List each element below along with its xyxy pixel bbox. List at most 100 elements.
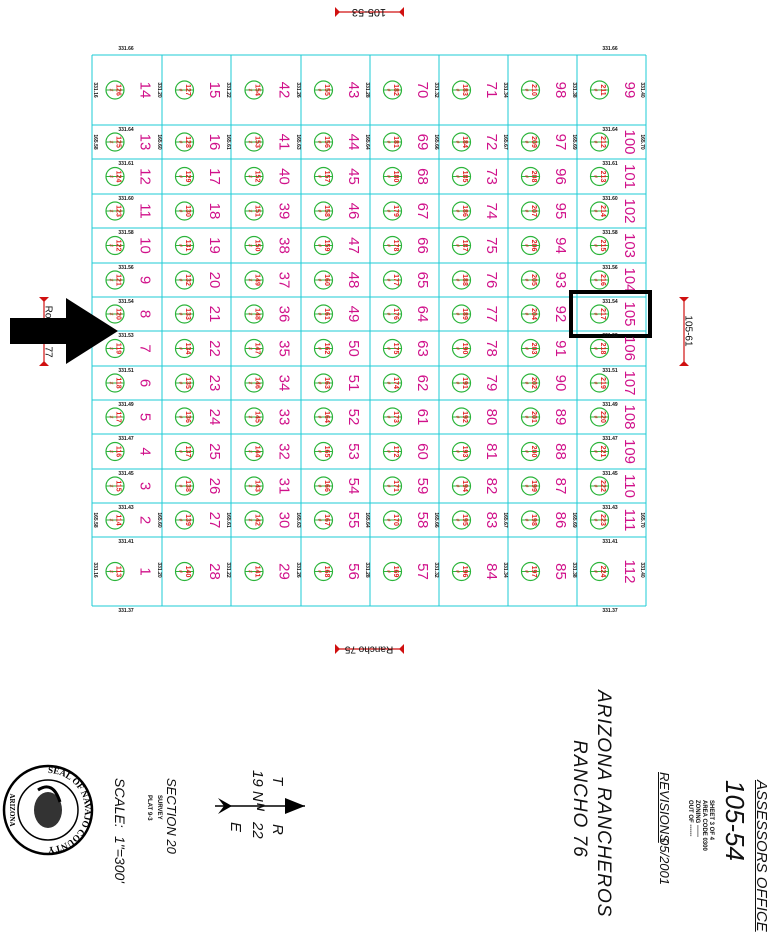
dimension-label: 331.61: [602, 161, 618, 167]
parcel-number: 214: [599, 205, 606, 217]
lot-number: 88: [552, 443, 569, 460]
parcel-mark: #: [108, 570, 114, 573]
parcel-mark: #: [108, 175, 114, 178]
lot-number: 97: [552, 134, 569, 151]
parcel-mark: #: [108, 244, 114, 247]
lot-number: 101: [621, 164, 638, 189]
dimension-label: 331.58: [602, 230, 618, 236]
dimension-label: 331.40: [639, 562, 645, 578]
parcel-number: 136: [184, 411, 191, 423]
bracket-arrow: [399, 644, 404, 654]
pointer-arrow: [10, 298, 305, 814]
parcel-number: 219: [599, 377, 606, 389]
lot-number: 68: [414, 168, 431, 185]
lot-number: 108: [621, 404, 638, 429]
parcel-number: 177: [392, 274, 399, 286]
lot-grid: [91, 54, 647, 607]
parcel-number: 157: [323, 171, 330, 183]
lot-number: 63: [414, 340, 431, 357]
lot-number: 74: [483, 203, 500, 220]
parcel-number: 213: [599, 171, 606, 183]
parcel-mark: #: [385, 347, 391, 350]
north-arrow-head: [285, 798, 305, 814]
parcel-mark: #: [592, 279, 598, 282]
lot-number: 37: [276, 272, 293, 289]
lot-number: 51: [345, 375, 362, 392]
dimension-label: 331.16: [92, 562, 98, 578]
seal-feather: [37, 785, 62, 803]
adjacent-label-left: 77: [43, 346, 54, 358]
lot-number: 31: [276, 478, 293, 495]
parcel-mark: #: [247, 210, 253, 213]
parcel-number: 113: [115, 566, 122, 577]
parcel-number: 193: [461, 446, 468, 458]
lot-number: 98: [552, 82, 569, 99]
parcel-mark: #: [108, 313, 114, 316]
dimension-label: 331.60: [602, 196, 618, 202]
parcel-mark: #: [247, 175, 253, 178]
north-letter: N: [254, 803, 266, 811]
parcel-number: 186: [461, 205, 468, 217]
dimension-label: 165.67: [502, 134, 508, 150]
dimension-label: 331.47: [602, 436, 618, 442]
sheet-line-2: AREA CODE 0300: [701, 800, 707, 851]
lot-number: 61: [414, 409, 431, 426]
dimension-label: 331.38: [571, 562, 577, 578]
lot-number: 13: [137, 134, 154, 151]
parcel-mark: #: [592, 175, 598, 178]
sheet-line-1: SHEET 3 OF 4: [708, 800, 714, 841]
lot-number: 73: [483, 168, 500, 185]
lot-number: 95: [552, 203, 569, 220]
parcel-mark: #: [454, 416, 460, 419]
parcel-mark: #: [177, 279, 183, 282]
parcel-number: 169: [392, 566, 399, 578]
lot-number: 89: [552, 409, 569, 426]
parcel-number: 188: [461, 274, 468, 286]
lot-number: 60: [414, 443, 431, 460]
parcel-number: 131: [184, 240, 191, 252]
parcel-mark: #: [316, 347, 322, 350]
parcel-number: 126: [115, 84, 122, 96]
lot-number: 2: [137, 516, 154, 524]
dimension-label: 331.26: [295, 82, 301, 98]
parcel-mark: #: [523, 416, 529, 419]
parcel-number: 148: [254, 308, 261, 320]
parcel-number: 170: [392, 514, 399, 526]
dimension-label: 165.58: [92, 134, 98, 150]
parcel-number: 143: [254, 480, 261, 492]
parcel-number: 118: [115, 377, 122, 388]
parcel-number: 200: [530, 446, 537, 458]
dimension-label: 331.60: [118, 196, 134, 202]
dimension-label: 331.64: [602, 127, 618, 133]
parcel-mark: #: [454, 450, 460, 453]
lot-number: 27: [206, 512, 223, 529]
parcel-mark: #: [523, 175, 529, 178]
parcel-mark: #: [592, 450, 598, 453]
lot-number: 107: [621, 370, 638, 395]
parcel-number: 175: [392, 343, 399, 355]
adjacent-label-top: 105-53: [352, 6, 386, 18]
lot-number: 99: [621, 82, 638, 99]
bracket-arrow: [335, 644, 340, 654]
dimension-label: 331.66: [118, 46, 134, 52]
parcel-mark: #: [592, 570, 598, 573]
parcel-number: 212: [599, 136, 606, 148]
dimension-label: 331.56: [602, 265, 618, 271]
parcel-number: 125: [115, 136, 122, 148]
parcel-number: 116: [115, 446, 122, 457]
parcel-mark: #: [177, 347, 183, 350]
parcel-number: 189: [461, 308, 468, 320]
parcel-map: 14126#13125#12124#11123#10122#9121#8120#…: [2, 6, 694, 856]
dimension-label: 165.67: [502, 512, 508, 528]
lot-number: 90: [552, 375, 569, 392]
seal-emblem: [34, 792, 62, 828]
parcel-number: 123: [115, 205, 122, 217]
lot-number: 22: [206, 340, 223, 357]
parcel-number: 114: [115, 514, 122, 525]
bracket-arrow: [679, 361, 689, 366]
township-t: T: [269, 776, 286, 786]
parcel-mark: #: [316, 450, 322, 453]
dimension-label: 331.51: [602, 368, 618, 374]
